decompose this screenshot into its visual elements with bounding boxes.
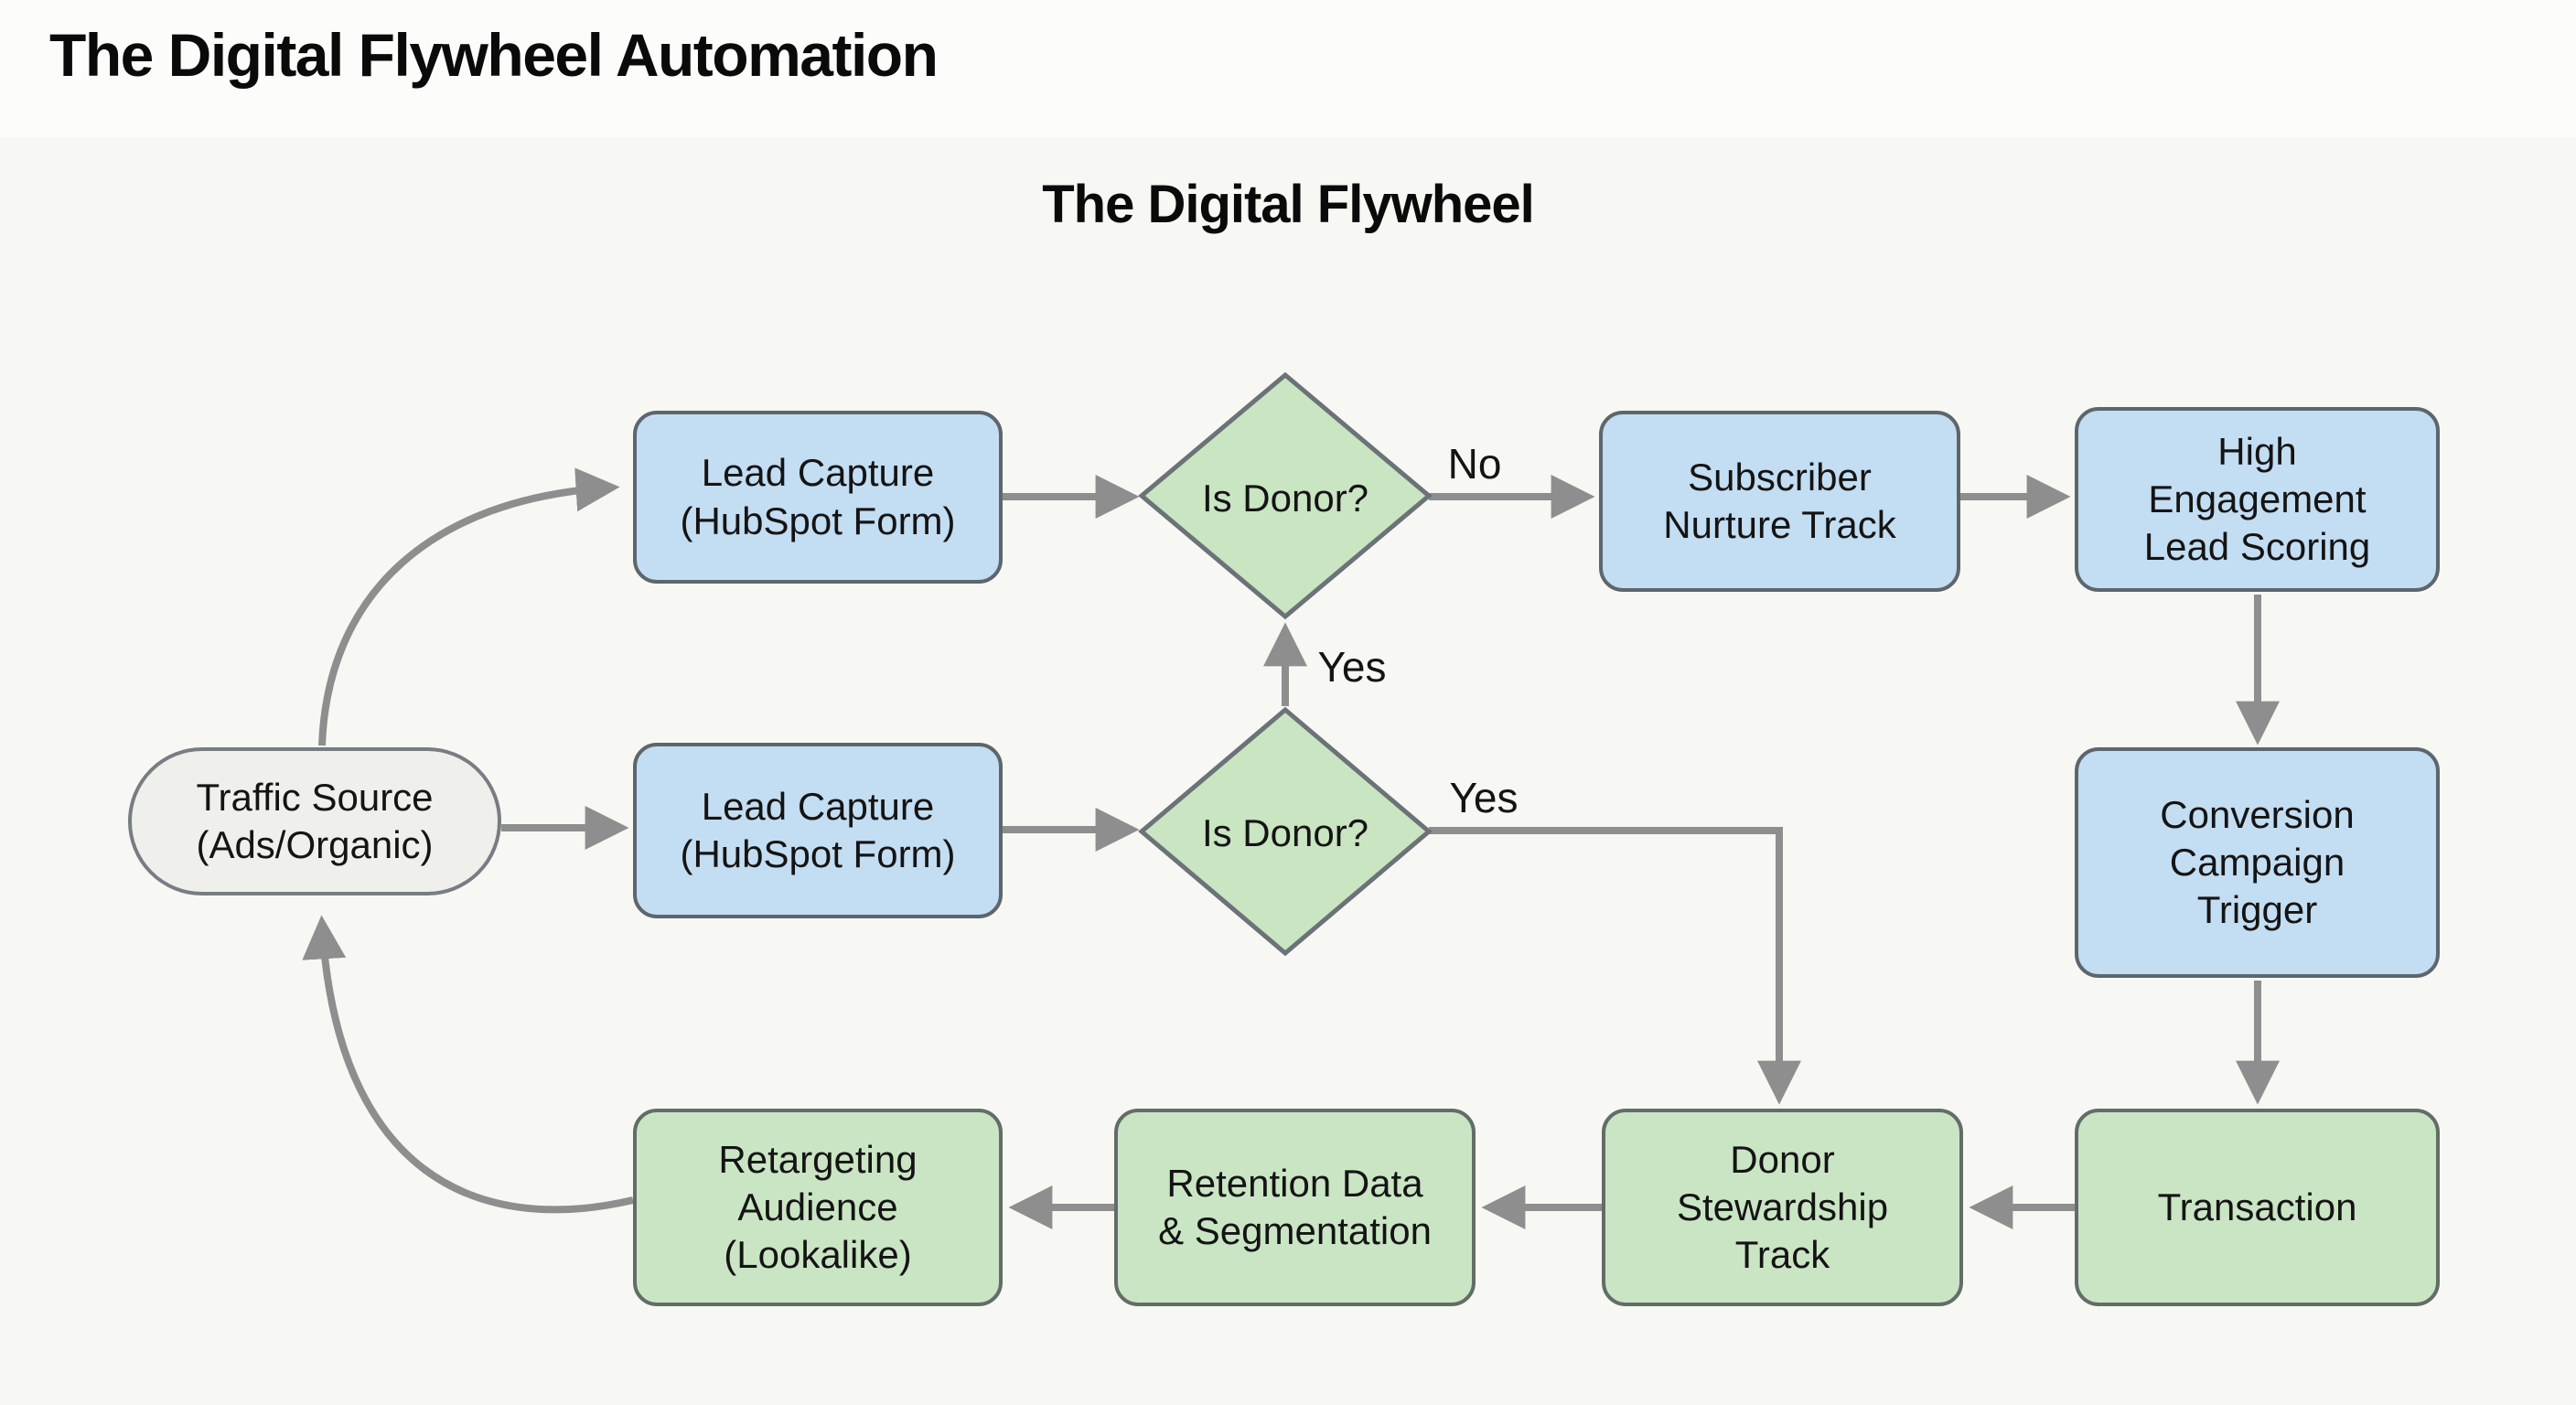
edge-retargeting-to-traffic bbox=[302, 915, 634, 1214]
node-transaction: Transaction bbox=[2075, 1109, 2440, 1306]
node-isdonor-top-shape bbox=[1138, 371, 1433, 620]
node-subscriber-nurture: Subscriber Nurture Track bbox=[1599, 411, 1960, 592]
edge-label-yes-right: Yes bbox=[1449, 774, 1519, 821]
node-retention-data: Retention Data & Segmentation bbox=[1114, 1109, 1476, 1306]
edge-isdonor-mid-yes-to-donorstewardship bbox=[1429, 827, 1801, 1105]
node-traffic-source: Traffic Source (Ads/Organic) bbox=[128, 747, 501, 896]
node-donor-stewardship: Donor Stewardship Track bbox=[1602, 1109, 1963, 1306]
node-isdonor-mid-shape bbox=[1138, 706, 1433, 957]
edge-label-no: No bbox=[1447, 440, 1502, 488]
header-band bbox=[0, 0, 2576, 137]
node-isdonor-mid-label: Is Donor? bbox=[1201, 811, 1369, 854]
edge-traffic-to-leadcapture-top bbox=[318, 467, 620, 746]
node-conversion-trigger: Conversion Campaign Trigger bbox=[2075, 747, 2440, 978]
node-retargeting-audience: Retargeting Audience (Lookalike) bbox=[633, 1109, 1003, 1306]
edge-label-yes-up: Yes bbox=[1317, 643, 1387, 691]
node-high-engagement: High Engagement Lead Scoring bbox=[2075, 407, 2440, 592]
node-lead-capture-top: Lead Capture (HubSpot Form) bbox=[633, 411, 1003, 584]
node-lead-capture-mid: Lead Capture (HubSpot Form) bbox=[633, 743, 1003, 918]
node-isdonor-top-label: Is Donor? bbox=[1201, 477, 1369, 520]
diagram-title: The Digital Flywheel bbox=[1042, 175, 1535, 234]
page-title: The Digital Flywheel Automation bbox=[49, 21, 939, 89]
